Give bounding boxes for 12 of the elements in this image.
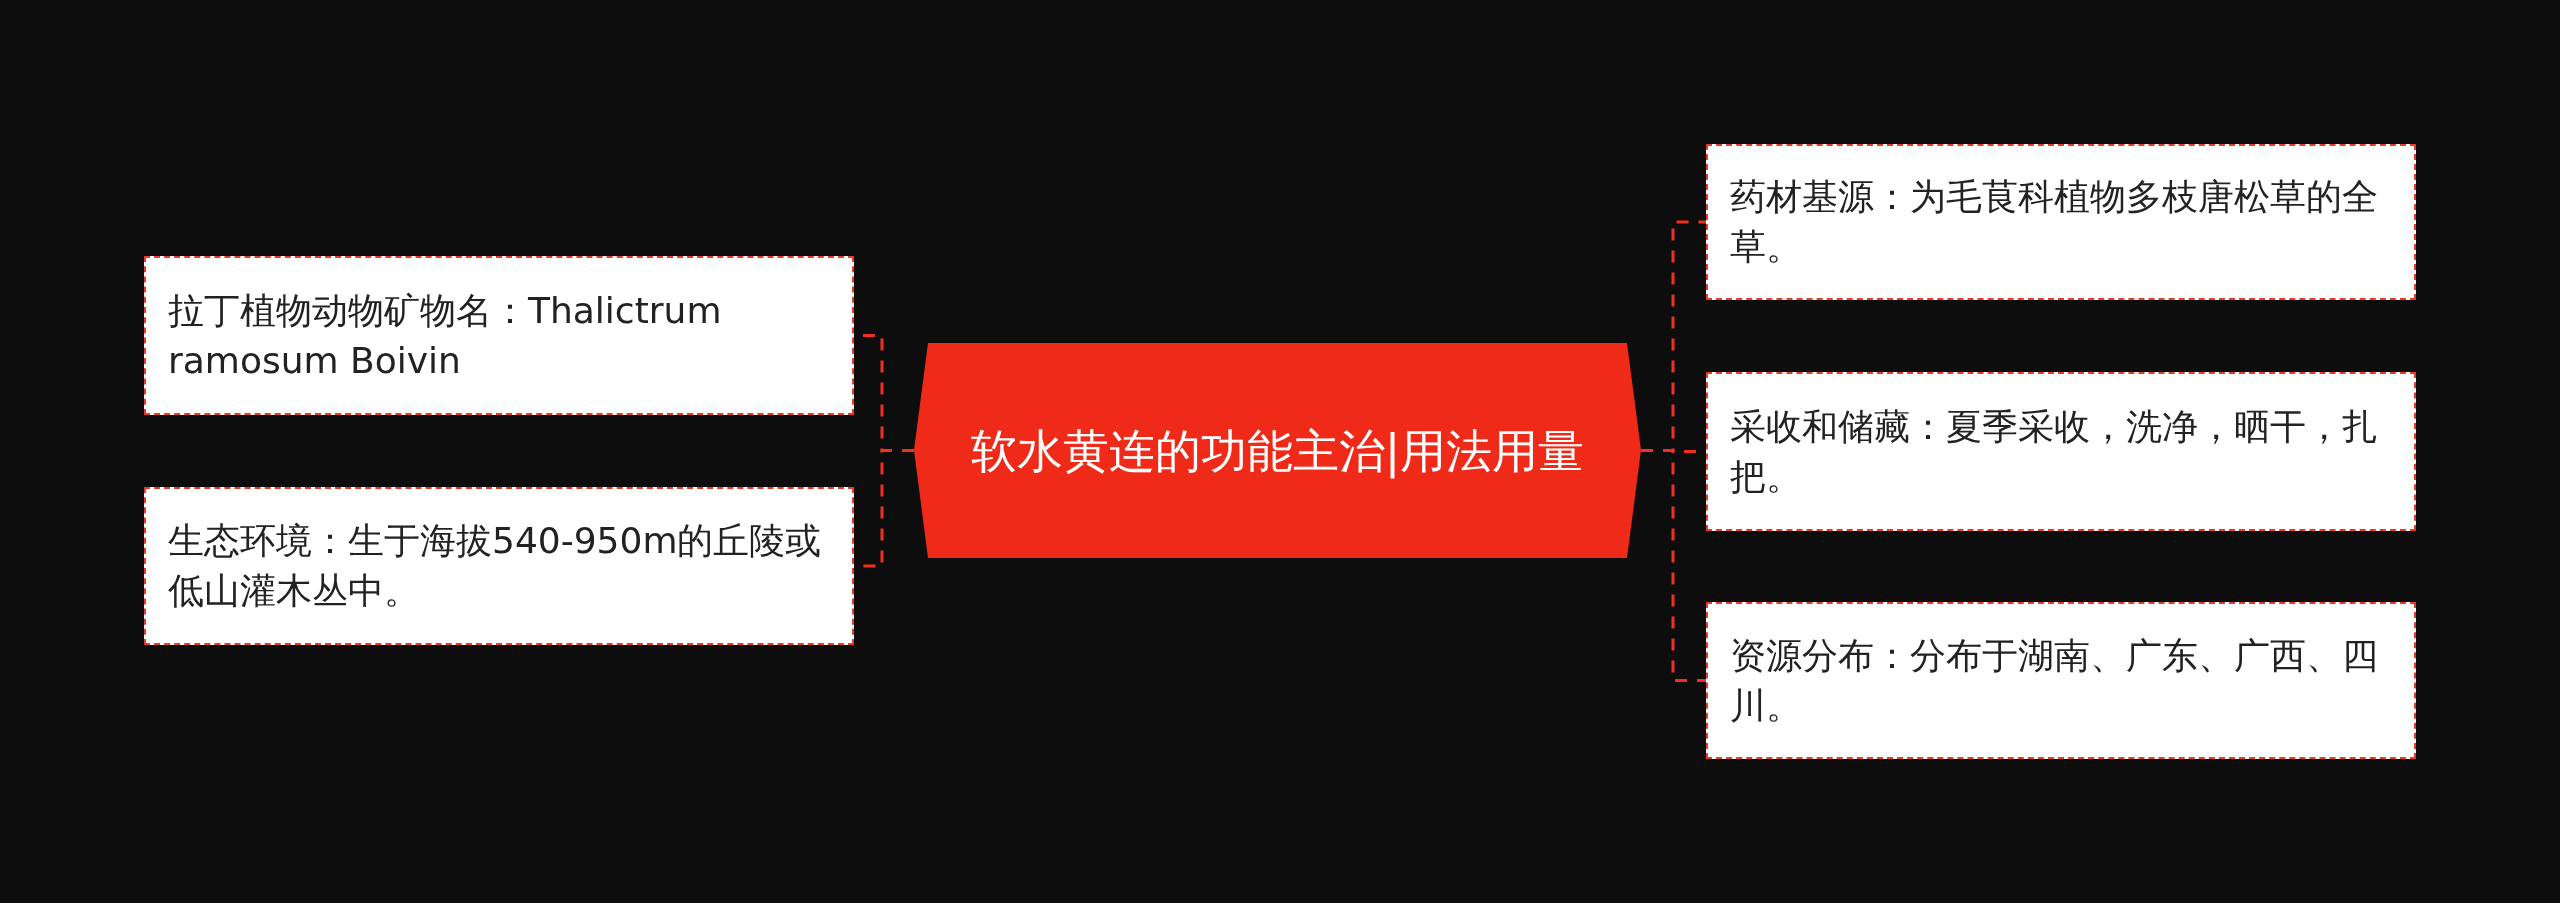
connector-line: [1641, 449, 1706, 682]
topic-text: 资源分布：分布于湖南、广东、广西、四川。: [1730, 633, 2379, 728]
topic-text: 拉丁植物动物矿物名：Thalictrum ramosum Boivin: [168, 288, 723, 383]
topic-text: 药材基源：为毛茛科植物多枝唐松草的全草。: [1730, 175, 2379, 269]
topic-title: 软水黄连的功能主治|用法用量: [969, 422, 1586, 481]
topic-box: [1706, 144, 2416, 300]
topic-box: [1706, 602, 2416, 759]
topic-box: [144, 487, 854, 645]
topic-box: [1706, 372, 2416, 531]
topic-text: 采收和储藏：夏季采收，洗净，晒干，扎把。: [1730, 404, 2379, 499]
topic-box: [144, 256, 854, 415]
topic-text: 生态环境：生于海拔540-950m的丘陵或低山灌木丛中。: [168, 519, 823, 613]
